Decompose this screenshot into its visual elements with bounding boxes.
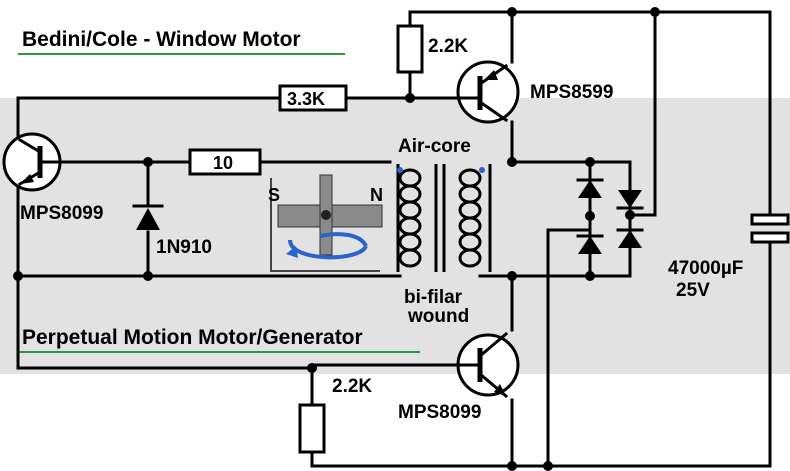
transistor-bottom-label: MPS8099 <box>398 402 481 423</box>
resistor-base-label: 10 <box>213 153 233 173</box>
rotor-n-label: N <box>370 185 383 205</box>
coil-label: Air-core <box>398 136 471 157</box>
diode-bridge <box>576 173 644 264</box>
resistor-mid-label: 3.3K <box>287 89 325 109</box>
resistor-bottom <box>298 403 326 454</box>
resistor-base <box>188 148 262 176</box>
background-band <box>0 98 790 374</box>
resistor-mid <box>278 84 348 112</box>
resistor-bottom-label: 2.2K <box>332 376 372 397</box>
resistor-top-label: 2.2K <box>428 36 468 57</box>
transistor-top-label: MPS8599 <box>530 82 613 103</box>
air-core-coil <box>396 164 492 272</box>
transistor-top <box>456 60 520 124</box>
transistor-left <box>2 132 64 192</box>
title-top: Bedini/Cole - Window Motor <box>22 28 301 51</box>
title-bottom: Perpetual Motion Motor/Generator <box>22 326 363 349</box>
coil-wound-line2: wound <box>407 306 469 327</box>
rotor-s-label: S <box>268 185 280 205</box>
transistor-left-label: MPS8099 <box>20 203 103 224</box>
coil-wound-line1: bi-filar <box>404 287 463 308</box>
capacitor-value-label: 47000µF <box>668 258 743 279</box>
diode-zener <box>132 178 164 230</box>
capacitor <box>750 213 790 244</box>
resistor-top <box>396 24 424 74</box>
transistor-bottom <box>456 331 520 399</box>
wiring <box>16 10 772 468</box>
capacitor-voltage-label: 25V <box>676 280 710 301</box>
rotor <box>270 174 383 272</box>
diode-label: 1N910 <box>156 237 212 258</box>
